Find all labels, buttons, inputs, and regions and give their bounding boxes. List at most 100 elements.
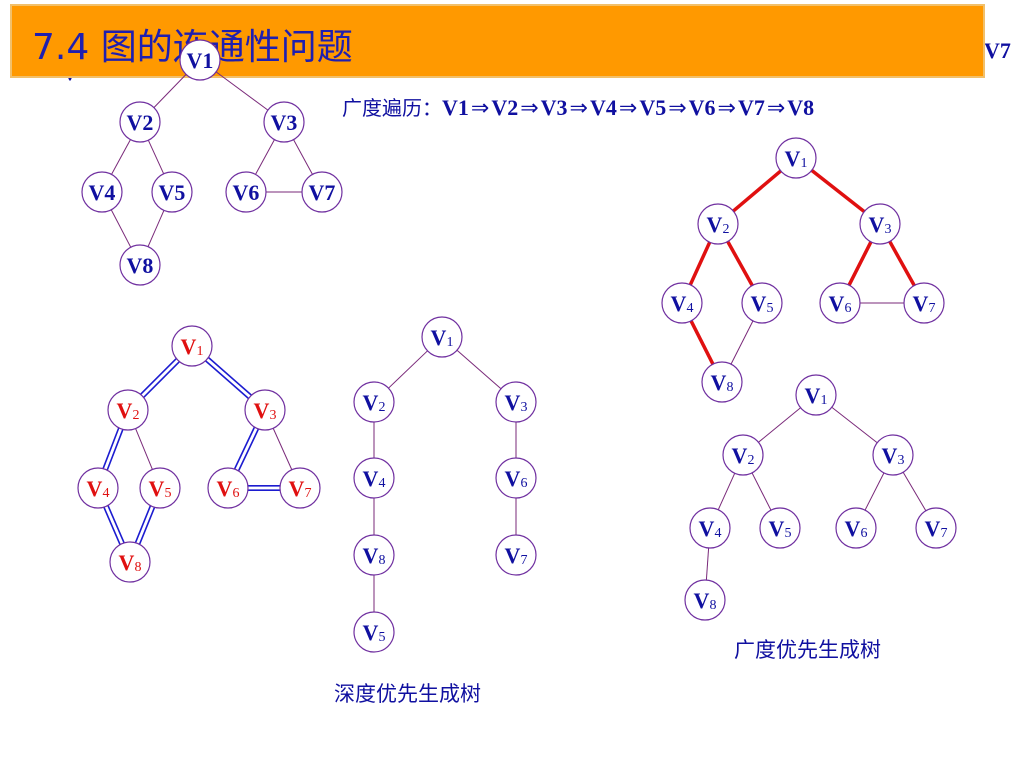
node-label: V5: [149, 476, 172, 501]
bfs-traversal-order: 广度遍历：V1⇒V2⇒V3⇒V4⇒V5⇒V6⇒V7⇒V8: [342, 92, 814, 121]
edge-v5-v8: [730, 320, 754, 365]
bfs-order-vertex: V4: [589, 95, 617, 120]
edge-v2-v4: [111, 139, 131, 175]
node-label: V7: [309, 180, 336, 205]
edge-v1-v3: [456, 349, 502, 390]
implies-arrow-icon: ⇒: [569, 96, 588, 121]
node-label: V2: [732, 443, 755, 468]
node-label: V5: [363, 620, 386, 645]
node-v5: V5: [353, 611, 395, 653]
edge-v6-v7: [248, 484, 280, 492]
node-label: V1: [181, 334, 204, 359]
edge-v3-v7: [888, 240, 916, 287]
node-v3: V3: [244, 389, 286, 431]
node-v1: V1: [179, 39, 221, 81]
node-label: V2: [117, 398, 140, 423]
node-label: V3: [882, 443, 905, 468]
edge-v1-v2: [758, 407, 801, 443]
node-v1: V1: [795, 374, 837, 416]
node-v8: V8: [353, 534, 395, 576]
node-v4: V4: [81, 171, 123, 213]
node-v6: V6: [819, 282, 861, 324]
node-v1: V1: [171, 325, 213, 367]
node-v5: V5: [151, 171, 193, 213]
bfs-order-vertex: V2: [491, 95, 519, 120]
node-v1: V1: [775, 137, 817, 179]
bfs-order-label: 广度遍历：: [342, 96, 442, 120]
bfs-order-vertex: V1: [442, 95, 469, 120]
implies-arrow-icon: ⇒: [668, 96, 687, 121]
node-v4: V4: [661, 282, 703, 324]
edge-v3-v6: [255, 139, 275, 175]
node-v6: V6: [495, 457, 537, 499]
node-label: V2: [363, 390, 386, 415]
node-v7: V7: [301, 171, 343, 213]
node-v5: V5: [139, 467, 181, 509]
node-label: V8: [711, 370, 734, 395]
bfs-order-vertex: V7: [737, 95, 765, 120]
node-label: V7: [289, 476, 312, 501]
edge-v1-v3: [831, 406, 878, 444]
node-v7: V7: [915, 507, 957, 549]
node-v3: V3: [859, 203, 901, 245]
node-label: V5: [751, 291, 774, 316]
edge-v4-v8: [110, 209, 132, 248]
node-v2: V2: [119, 101, 161, 143]
node-v2: V2: [107, 389, 149, 431]
node-label: V4: [699, 516, 722, 541]
node-v2: V2: [697, 203, 739, 245]
edge-v1-v3: [205, 356, 252, 400]
node-label: V6: [233, 180, 260, 205]
edge-v2-v5: [726, 240, 754, 287]
node-v3: V3: [872, 434, 914, 476]
node-label: V4: [87, 476, 110, 501]
edge-v2-v4: [688, 241, 712, 286]
node-label: V8: [119, 550, 142, 575]
implies-arrow-icon: ⇒: [520, 96, 539, 121]
edge-v3-v7: [272, 428, 293, 470]
edge-v1-v3: [810, 168, 866, 214]
node-v3: V3: [263, 101, 305, 143]
edge-v3-v6: [864, 472, 885, 511]
node-label: V4: [363, 466, 386, 491]
node-label: V5: [159, 180, 186, 205]
bfs-tree-caption: 广度优先生成树: [734, 638, 881, 662]
edge-v3-v6: [847, 241, 873, 286]
node-label: V7: [925, 516, 948, 541]
edge-v1-v2: [140, 358, 180, 398]
node-label: V1: [785, 146, 808, 171]
edge-v3-v7: [902, 471, 927, 512]
node-v3: V3: [495, 381, 537, 423]
bfs-order-vertex: V5: [639, 95, 667, 120]
implies-arrow-icon: ⇒: [717, 96, 736, 121]
edge-v5-v8: [134, 505, 156, 545]
bfs-order-vertex: V3: [540, 95, 568, 120]
node-v8: V8: [701, 361, 743, 403]
edge-v1-v2: [153, 74, 187, 108]
edge-v1-v3: [215, 71, 269, 111]
edge-v1-v2: [732, 169, 782, 213]
node-v4: V4: [353, 457, 395, 499]
node-v7: V7: [903, 282, 945, 324]
edge-v1-v2: [388, 350, 428, 389]
edge-v3-v7: [293, 139, 313, 175]
node-label: V1: [431, 325, 454, 350]
node-label: V1: [805, 383, 828, 408]
node-v5: V5: [741, 282, 783, 324]
edge-v2-v5: [147, 139, 165, 175]
implies-arrow-icon: ⇒: [618, 96, 638, 121]
node-v4: V4: [77, 467, 119, 509]
edge-v4-v8: [689, 320, 715, 365]
node-v8: V8: [109, 541, 151, 583]
node-label: V6: [845, 516, 868, 541]
node-v1: V1: [421, 316, 463, 358]
clipped-v7-text: V7: [984, 38, 1011, 63]
node-v5: V5: [759, 507, 801, 549]
node-v7: V7: [495, 534, 537, 576]
dfs-tree-caption: 深度优先生成树: [334, 682, 481, 706]
node-v2: V2: [722, 434, 764, 476]
node-v2: V2: [353, 381, 395, 423]
node-v6: V6: [835, 507, 877, 549]
